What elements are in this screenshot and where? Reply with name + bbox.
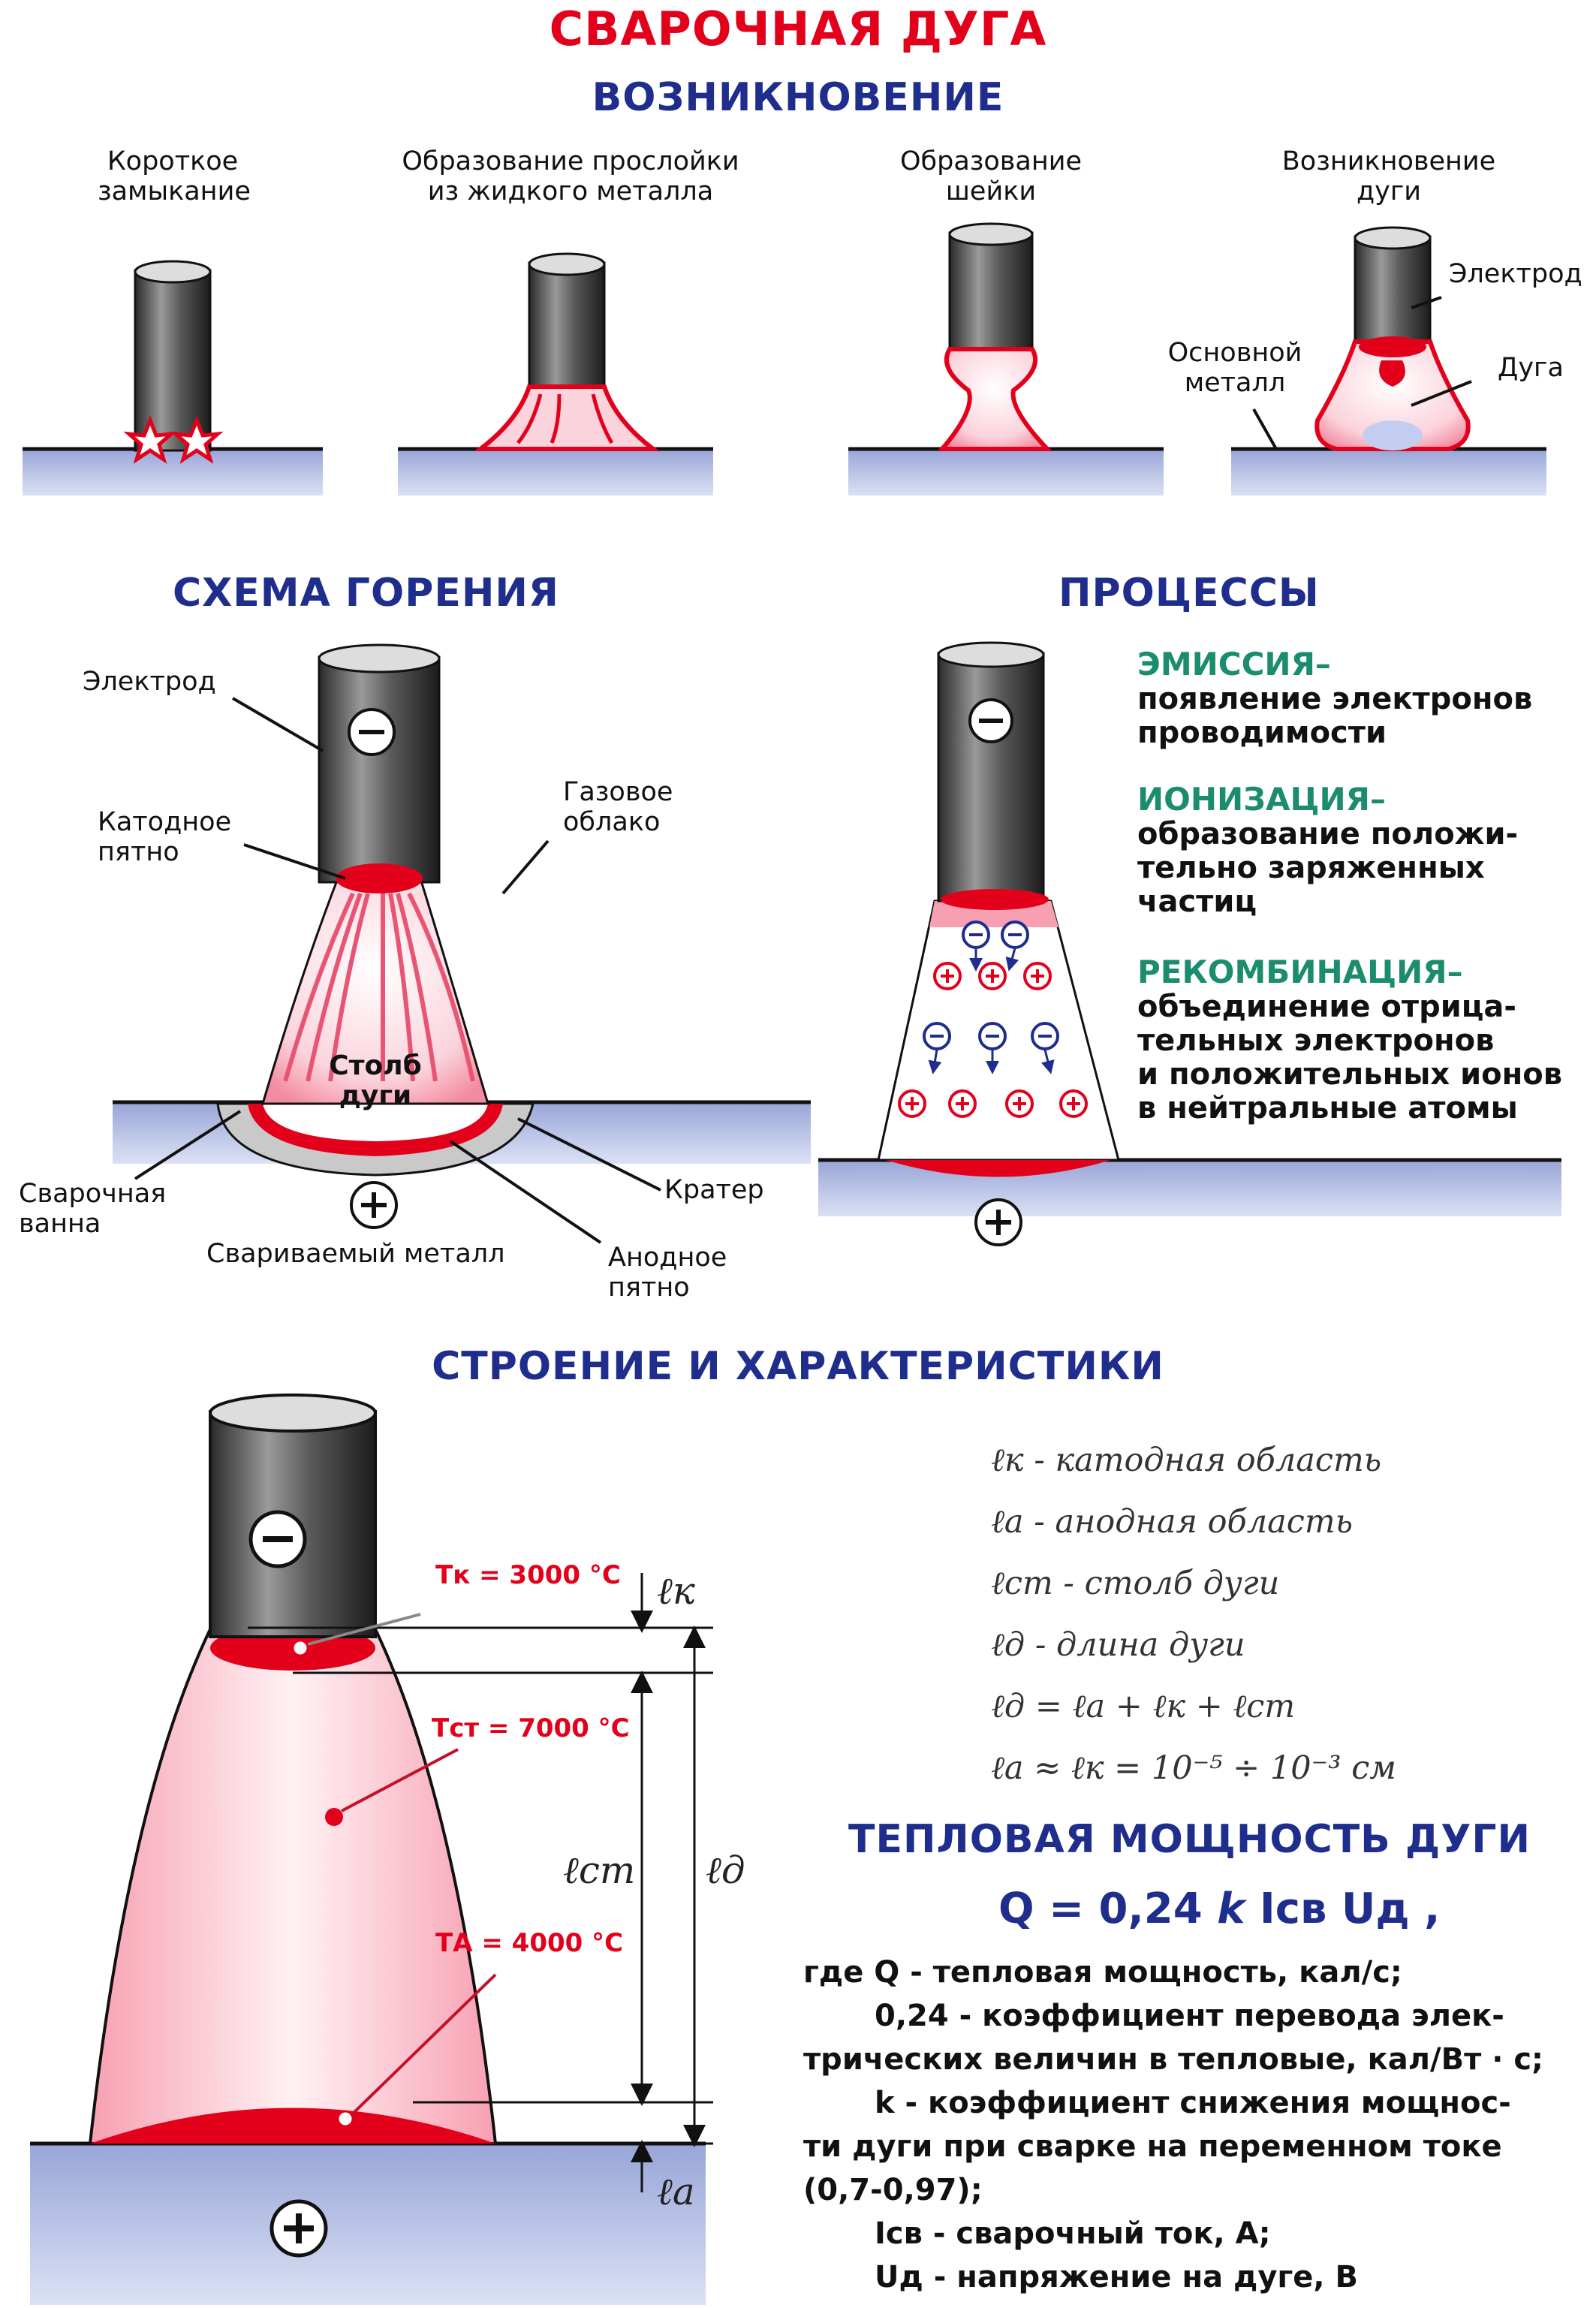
burning-scheme [113, 643, 811, 1244]
stage-4-arc-ignition [1231, 226, 1546, 496]
legend-lst: ℓст - столб дуги [991, 1565, 1280, 1602]
temp-anode: ТА = 4000 °С [435, 1928, 624, 1958]
legend-range: ℓа ≈ ℓк = 10⁻⁵ ÷ 10⁻³ см [991, 1749, 1396, 1787]
section-processes-title: ПРОЦЕССЫ [1058, 571, 1320, 616]
heat-desc-6: Iсв - сварочный ток, А; [875, 2216, 1271, 2251]
stage-3-neck [848, 222, 1164, 496]
ions-group-emission [933, 920, 1052, 990]
temp-cathode: Тк = 3000 °С [435, 1560, 621, 1590]
legend-ld: ℓд - длина дуги [991, 1626, 1245, 1664]
stage-2-liquid-layer [398, 252, 713, 496]
heat-desc-5: (0,7-0,97); [803, 2173, 983, 2207]
temp-column: Тст = 7000 °С [432, 1713, 630, 1743]
stage-1-short-circuit [23, 260, 323, 496]
length-ld: ℓд [706, 1849, 745, 1892]
section-heat-title: ТЕПЛОВАЯ МОЩНОСТЬ ДУГИ [848, 1817, 1531, 1862]
heat-desc-0: где Q - тепловая мощность, кал/с; [803, 1955, 1402, 1990]
burning-electrode-label: Электрод [83, 667, 216, 697]
stage4-electrode-label: Электрод [1449, 259, 1582, 289]
stage4-arc-label: Дуга [1498, 353, 1564, 383]
heat-desc-4: ти дуги при сварке на переменном токе [803, 2129, 1502, 2164]
heat-desc-7: Uд - напряжение на дуге, В [875, 2260, 1359, 2294]
process-ionization: ИОНИЗАЦИЯ– образование положи- тельно за… [1137, 781, 1519, 919]
length-lst: ℓст [563, 1849, 636, 1892]
heat-desc-2: трических величин в тепловые, кал/Вт · с… [803, 2042, 1544, 2077]
section-burning-title: СХЕМА ГОРЕНИЯ [173, 571, 559, 616]
structure-diagram [30, 1394, 713, 2305]
page-title: СВАРОЧНАЯ ДУГА [549, 2, 1047, 56]
process-recombination: РЕКОМБИНАЦИЯ– объединение отрица- тельны… [1137, 954, 1563, 1125]
burning-metal-label: Свариваемый металл [206, 1239, 505, 1269]
section-structure-title: СТРОЕНИЕ И ХАРАКТЕРИСТИКИ [432, 1344, 1164, 1389]
legend-sum: ℓд = ℓа + ℓк + ℓст [991, 1688, 1296, 1725]
burning-crater-label: Кратер [664, 1175, 764, 1205]
heat-formula: Q = 0,24 k Iсв Uд , [998, 1885, 1441, 1933]
heat-desc-3: k - коэффициент снижения мощнос- [875, 2086, 1511, 2120]
legend-la: ℓа - анодная область [991, 1503, 1354, 1541]
length-lk: ℓк [657, 1569, 695, 1613]
length-la: ℓа [657, 2170, 695, 2213]
ions-group-recombination [898, 1022, 1088, 1118]
process-emission: ЭМИССИЯ– появление электронов проводимос… [1137, 646, 1533, 750]
section-origin-title: ВОЗНИКНОВЕНИЕ [592, 75, 1004, 120]
legend-lk: ℓк - катодная область [991, 1442, 1382, 1479]
heat-desc-1: 0,24 - коэффициент перевода элек- [875, 1999, 1504, 2033]
